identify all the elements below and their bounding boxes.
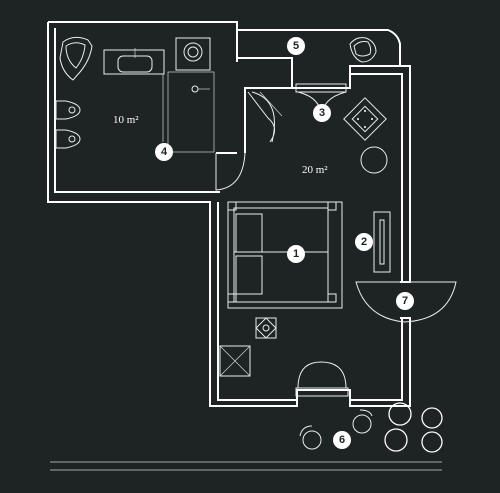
bedroom-fixtures <box>219 83 457 397</box>
outdoor-fixtures <box>50 37 443 471</box>
area-label-bathroom: 10 m² <box>113 114 139 126</box>
wardrobe-icon <box>219 345 251 377</box>
toilet-icon <box>175 37 211 71</box>
walls <box>47 21 411 407</box>
marker-4-label: 4 <box>161 146 168 158</box>
marker-4: 4 <box>155 143 173 161</box>
garden-chair-left-icon <box>299 425 322 450</box>
vanity-counter <box>103 49 165 75</box>
marker-3-label: 3 <box>319 107 325 119</box>
ornament-icon <box>255 317 277 339</box>
marker-7-label: 7 <box>402 295 408 307</box>
tree-icon <box>384 402 443 453</box>
tv-stand-icon <box>373 211 391 273</box>
marker-6: 6 <box>333 431 351 449</box>
area-label-bedroom: 20 m² <box>302 164 328 176</box>
balcony-semicircle <box>355 281 457 323</box>
shower-drain-icon <box>191 85 199 93</box>
marker-1-label: 1 <box>293 248 299 260</box>
toilet-left-icon <box>55 100 81 120</box>
bathroom-fixtures <box>55 36 246 191</box>
marker-2: 2 <box>355 233 373 251</box>
marker-2-label: 2 <box>361 236 367 248</box>
marker-7: 7 <box>396 292 414 310</box>
armchair-diamond-icon <box>343 97 387 141</box>
terrace-chair-icon <box>349 37 377 63</box>
garden-chair-right-icon <box>352 409 373 434</box>
balcony-door-bottom-icon <box>295 361 349 397</box>
marker-5-label: 5 <box>293 40 299 52</box>
armchair-icon <box>59 36 93 81</box>
bidet-icon <box>55 129 81 149</box>
marker-1: 1 <box>287 245 305 263</box>
marker-5: 5 <box>287 37 305 55</box>
marker-6-label: 6 <box>339 434 345 446</box>
shower-area <box>167 71 215 153</box>
round-table-icon <box>360 146 388 174</box>
entry-door-icon <box>247 91 275 143</box>
sink-icon <box>117 55 153 73</box>
marker-3: 3 <box>313 104 331 122</box>
bed-icon <box>227 201 343 309</box>
bathroom-door-icon <box>215 152 246 191</box>
